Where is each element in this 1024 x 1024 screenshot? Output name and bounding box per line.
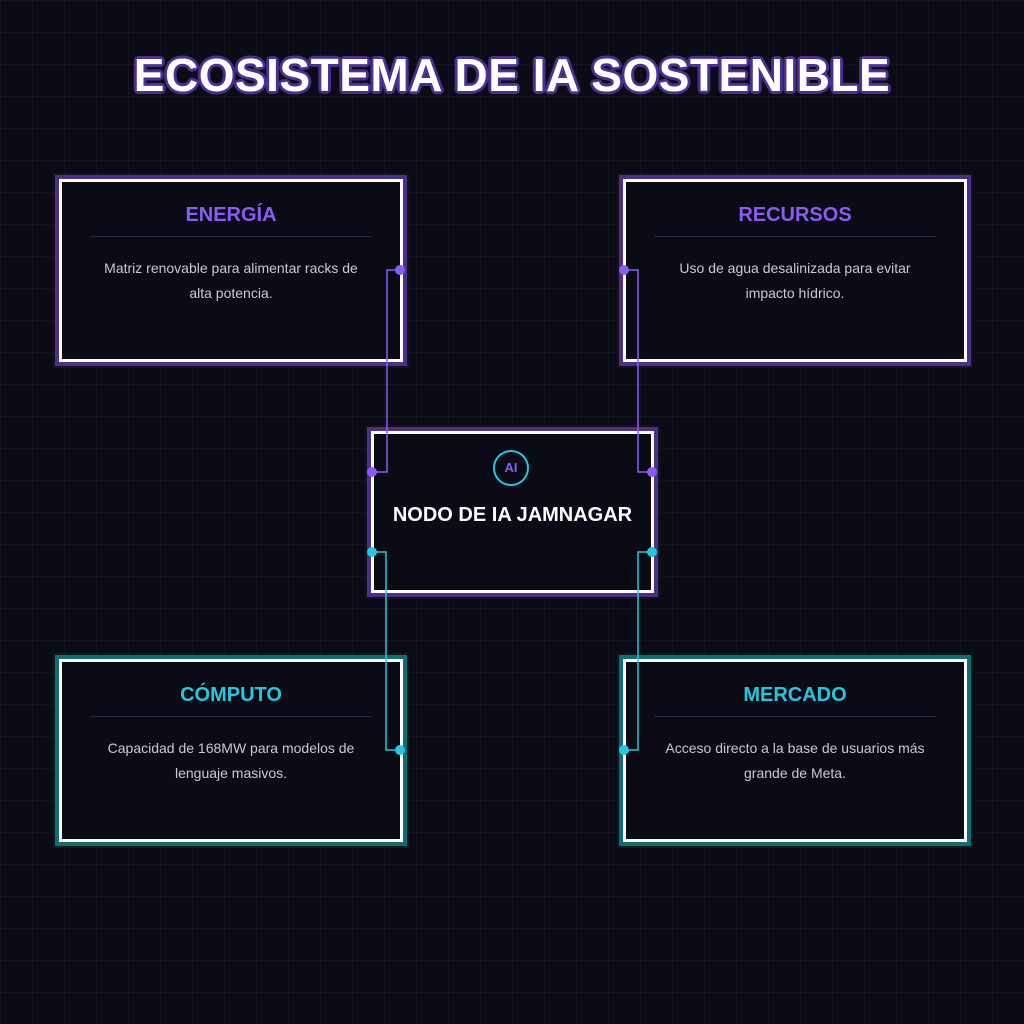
card-computo: CÓMPUTO Capacidad de 168MW para modelos … (59, 659, 403, 842)
card-recursos: RECURSOS Uso de agua desalinizada para e… (623, 179, 967, 362)
card-mercado-title: MERCADO (743, 684, 847, 706)
card-mercado: MERCADO Acceso directo a la base de usua… (623, 659, 967, 842)
card-recursos-divider (654, 236, 936, 237)
card-computo-divider (90, 716, 372, 717)
center-node-title: NODO DE IA JAMNAGAR (392, 504, 633, 526)
card-recursos-text: Uso de agua desalinizada para evitar imp… (679, 260, 911, 301)
card-computo-title: CÓMPUTO (180, 684, 282, 706)
card-energia: ENERGÍA Matriz renovable para alimentar … (59, 179, 403, 362)
card-mercado-text: Acceso directo a la base de usuarios más… (665, 740, 925, 781)
card-energia-title: ENERGÍA (185, 204, 277, 226)
card-energia-text: Matriz renovable para alimentar racks de… (104, 260, 358, 301)
page-title: ECOSISTEMA DE IA SOSTENIBLE (133, 49, 891, 101)
center-node: AI NODO DE IA JAMNAGAR (371, 431, 654, 593)
card-energia-divider (90, 236, 372, 237)
card-recursos-title: RECURSOS (738, 204, 852, 226)
ai-badge-icon: AI (493, 450, 529, 486)
card-computo-text: Capacidad de 168MW para modelos de lengu… (107, 740, 355, 781)
card-mercado-divider (654, 716, 936, 717)
